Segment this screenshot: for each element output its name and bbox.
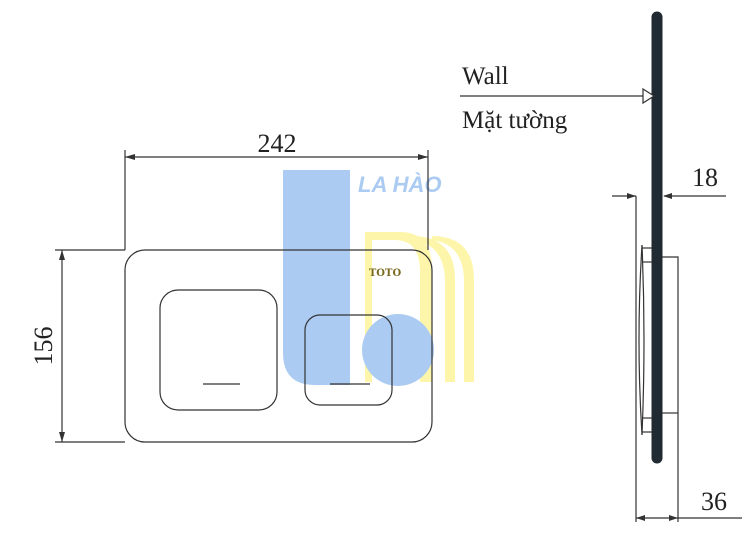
watermark-text: LA HÀO [358, 172, 442, 197]
height-label: 156 [29, 327, 58, 366]
wall-arrow-icon [642, 87, 656, 105]
half-flush-button [304, 314, 393, 406]
watermark-logo: LA HÀO [283, 170, 474, 386]
wall-label-vi: Mặt tường [462, 107, 568, 134]
depth-label: 36 [701, 487, 727, 516]
cistern-frame-profile [662, 256, 679, 522]
width-label: 242 [258, 129, 297, 158]
flush-plate-outline [124, 249, 433, 443]
wall-label-en: Wall [462, 63, 509, 90]
full-flush-button [159, 289, 278, 411]
side-view: Wall Mặt tường 18 36 [460, 11, 742, 522]
brand-logo: TOTO [369, 268, 402, 279]
wall-thickness-label: 18 [692, 163, 718, 192]
front-view: TOTO 242 156 [29, 129, 433, 443]
